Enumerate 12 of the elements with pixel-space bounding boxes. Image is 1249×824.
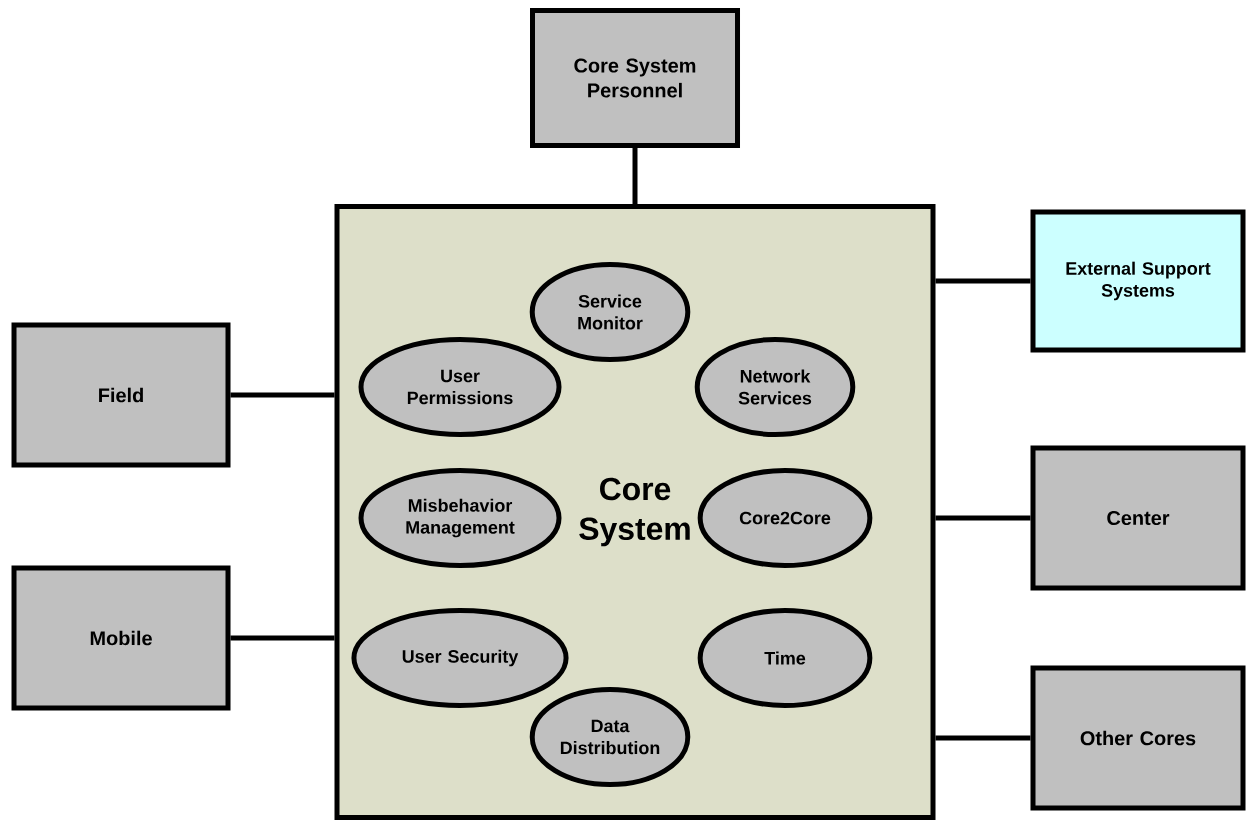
system-box: Other Cores	[1030, 665, 1246, 811]
system-box: Field	[11, 322, 231, 468]
system-box: External Support Systems	[1030, 209, 1246, 353]
connector-line	[230, 635, 335, 641]
connector-line	[935, 278, 1031, 284]
connector-line	[935, 735, 1031, 741]
connector-line	[632, 148, 638, 204]
system-box: Mobile	[11, 565, 231, 711]
connector-line	[230, 392, 335, 398]
connector-line	[935, 515, 1031, 521]
system-box: Core System Personnel	[530, 8, 740, 148]
system-box: Center	[1030, 445, 1246, 591]
